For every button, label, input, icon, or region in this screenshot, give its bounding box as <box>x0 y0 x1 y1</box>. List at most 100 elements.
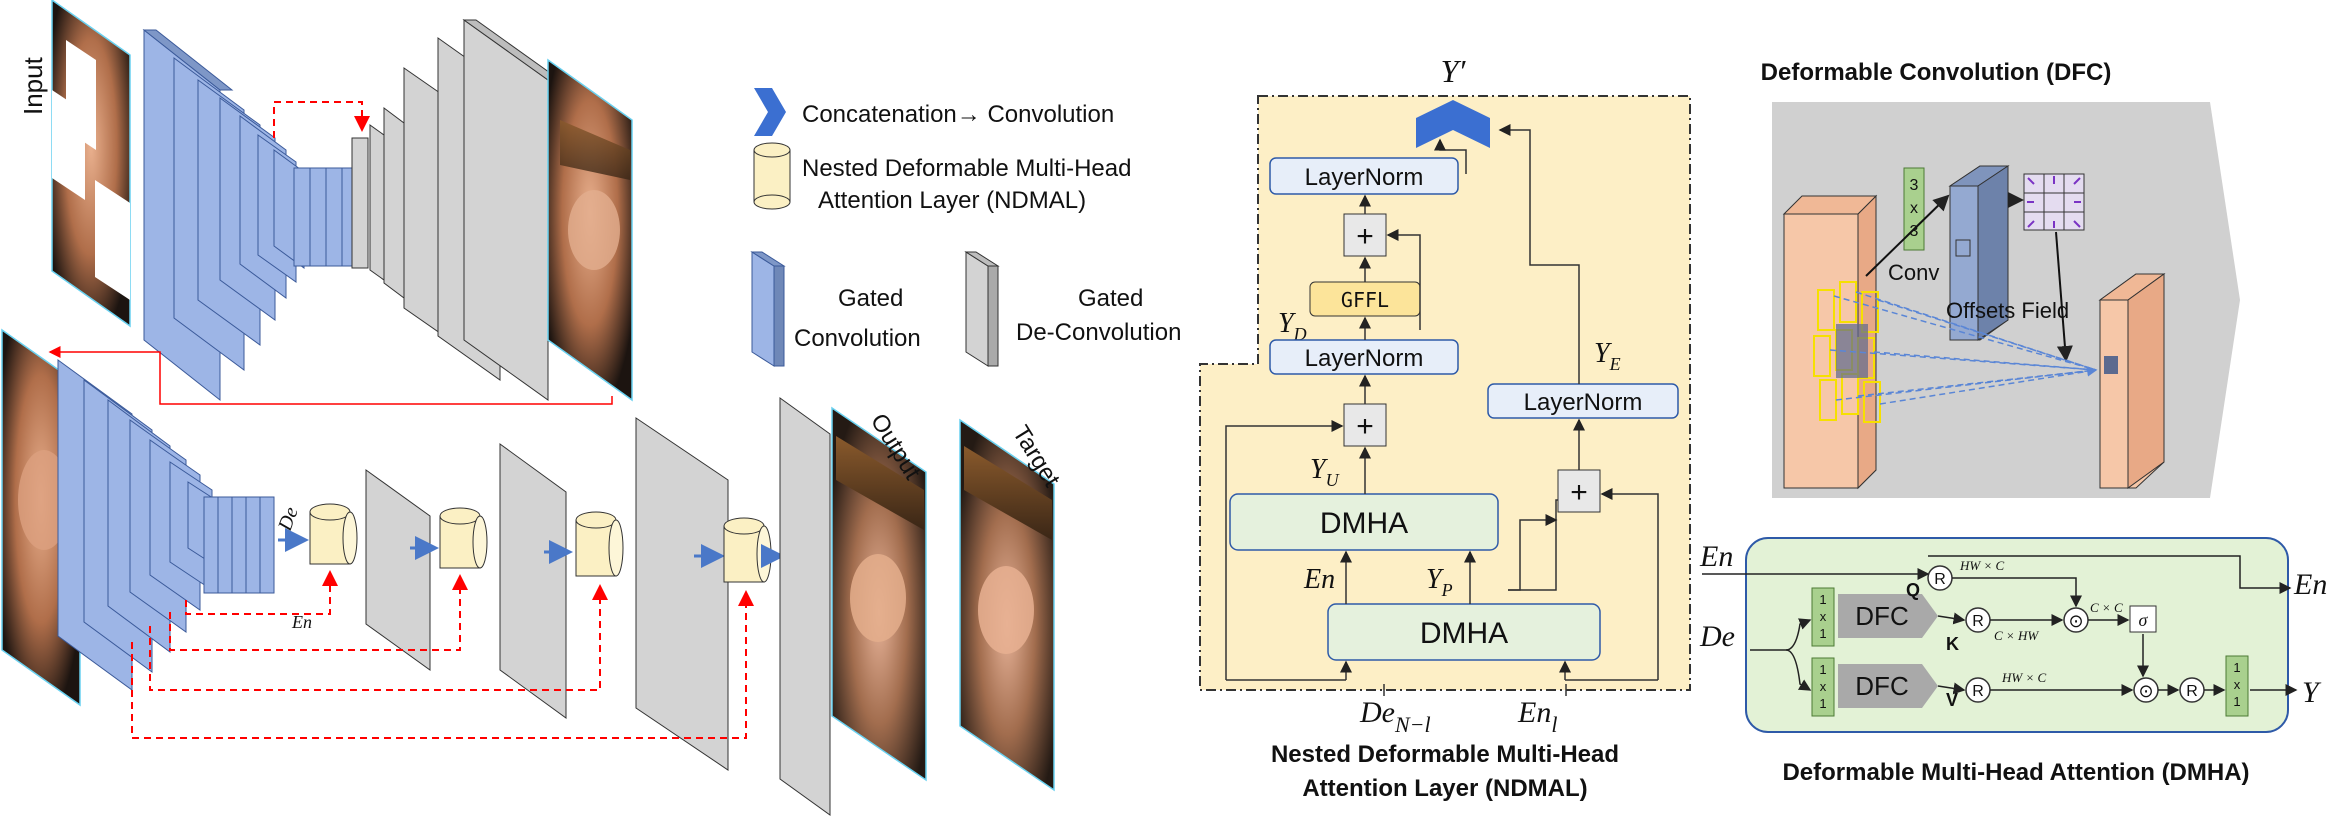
concat-chevron-icon <box>754 88 786 136</box>
output-concat-chevron-icon <box>1416 100 1490 148</box>
hw-c-label-q: HW × C <box>1959 558 2004 573</box>
y-prime-label: Y′ <box>1441 53 1467 89</box>
dmha-top-box <box>1229 493 1499 551</box>
legend-ndmal-line2: Attention Layer (NDMAL) <box>818 187 1086 214</box>
dfc-panel: Deformable Convolution (DFC) 3 x 3 Conv <box>1761 59 2240 498</box>
ndmal-block: Y′ LayerNorm + GFFL YD LayerNorm + YU DM… <box>1199 53 1691 802</box>
dmha-en-input: En <box>1699 540 1733 573</box>
ndmal-caption-line1: Nested Deformable Multi-Head <box>1271 741 1619 768</box>
coarse-to-refine-line <box>48 346 613 405</box>
add-node-top <box>1343 213 1387 257</box>
legend-concat: Concatenation→ Convolution <box>802 101 1114 128</box>
q-label: Q <box>1906 580 1920 600</box>
legend: Concatenation→ Convolution Nested Deform… <box>750 88 1181 367</box>
ndmal-caption-line2: Attention Layer (NDMAL) <box>1302 775 1587 802</box>
add-node-top-symbol: + <box>1356 220 1374 253</box>
dfc-sample-lines <box>1829 291 2098 405</box>
c-c-label: C × C <box>2090 600 2123 615</box>
dmha-dfc-bottom <box>1838 664 1938 708</box>
k-label: K <box>1946 634 1959 654</box>
dfc-kernel <box>1903 167 1925 251</box>
dmha-top-label: DMHA <box>1320 507 1408 540</box>
dot-label-v: ⊙ <box>2138 681 2153 701</box>
top-network: Input <box>18 0 633 405</box>
dmha-panel: En De En Y 1 x 1 1 x 1 DFC DFC <box>1699 537 2327 786</box>
en-ndmal-label: En <box>1303 564 1335 595</box>
y-d-label: YD <box>1278 308 1307 344</box>
dmha-bottom-box <box>1327 603 1601 661</box>
dot-label-qk: ⊙ <box>2068 611 2083 631</box>
svg-text:x: x <box>1820 679 1827 694</box>
dmha-conv1x1-top: 1 x 1 <box>1811 587 1835 647</box>
svg-text:1: 1 <box>1819 696 1826 711</box>
dmha-conv1x1-out <box>2225 655 2249 717</box>
svg-text:1: 1 <box>1819 592 1826 607</box>
ndmal-arrows <box>1225 124 1659 681</box>
de-label: De <box>274 504 303 534</box>
en-ndmal-input: Enl <box>1517 696 1557 737</box>
legend-gated-deconv-line2: De-Convolution <box>1016 319 1181 346</box>
svg-text:1: 1 <box>2233 694 2240 709</box>
layernorm-top <box>1269 157 1459 195</box>
layernorm-mid-label: LayerNorm <box>1305 345 1424 372</box>
skip-connections-bottom <box>131 570 754 739</box>
legend-gated-conv-line2: Convolution <box>794 325 921 352</box>
add-node-right <box>1557 469 1601 513</box>
layernorm-mid <box>1269 339 1459 375</box>
dfc-title: Deformable Convolution (DFC) <box>1761 59 2112 86</box>
dfc-kernel-x: x <box>1910 200 1918 217</box>
dmha-y-output: Y <box>2302 676 2322 709</box>
ndmal-legend-icon <box>753 142 791 210</box>
r-label-out: R <box>2186 683 2198 700</box>
dmha-dfc-top-label: DFC <box>1855 601 1908 631</box>
dmha-bottom-label: DMHA <box>1420 617 1508 650</box>
deconv-block-1 <box>365 469 431 671</box>
target-image <box>959 418 1055 792</box>
softmax-label: σ <box>2139 610 2149 630</box>
layernorm-right <box>1487 383 1679 419</box>
ndmal-cylinder-3 <box>575 511 624 577</box>
layernorm-right-label: LayerNorm <box>1524 389 1643 416</box>
decoder-deconv-stack <box>351 19 562 401</box>
dmha-dfc-top <box>1838 594 1938 638</box>
ndmal-cylinder-4 <box>723 517 772 583</box>
dmha-conv1x1-bottom: 1 x 1 <box>1811 657 1835 717</box>
dmha-de-input: De <box>1699 620 1735 653</box>
add-node-right-symbol: + <box>1570 476 1588 509</box>
legend-ndmal-line1: Nested Deformable Multi-Head <box>802 155 1131 182</box>
bottom-network: De En <box>1 328 1065 816</box>
dmha-dfc-bottom-label: DFC <box>1855 671 1908 701</box>
offsets-field-label: Offsets Field <box>1946 298 2069 323</box>
y-p-label: YP <box>1426 564 1453 600</box>
skip-connection-top <box>273 101 370 138</box>
svg-text:1: 1 <box>1819 662 1826 677</box>
refine-encoder-stack <box>57 359 275 691</box>
coarse-output-image <box>547 58 633 402</box>
deconv-block-2 <box>499 443 567 719</box>
de-ndmal-input: DeN−l <box>1359 696 1431 737</box>
y-e-label: YE <box>1594 338 1621 374</box>
dmha-arrows <box>1702 555 2298 696</box>
add-node-mid-symbol: + <box>1356 410 1374 443</box>
dfc-kernel-3b: 3 <box>1910 223 1919 240</box>
v-label: V <box>1946 690 1958 710</box>
r-label-k: R <box>1972 613 1984 630</box>
softmax-box <box>2129 605 2157 633</box>
svg-text:x: x <box>1820 609 1827 624</box>
ndmal-cylinder-1 <box>309 503 358 565</box>
gffl-label: GFFL <box>1341 288 1389 312</box>
gated-deconv-legend-icon <box>964 251 1000 367</box>
deconv-block-3 <box>635 417 729 771</box>
hw-c-label-v: HW × C <box>2001 670 2046 685</box>
dmha-en-output: En <box>2293 568 2327 601</box>
dmha-title: Deformable Multi-Head Attention (DMHA) <box>1782 759 2249 786</box>
dfc-kernel-3a: 3 <box>1910 177 1919 194</box>
ndmal-cylinder-2 <box>439 507 488 569</box>
gated-conv-legend-icon <box>750 251 786 367</box>
input-image <box>51 0 131 328</box>
offsets-grid-icon <box>2023 173 2085 231</box>
input-label: Input <box>18 56 48 115</box>
en-label: En <box>291 612 312 632</box>
